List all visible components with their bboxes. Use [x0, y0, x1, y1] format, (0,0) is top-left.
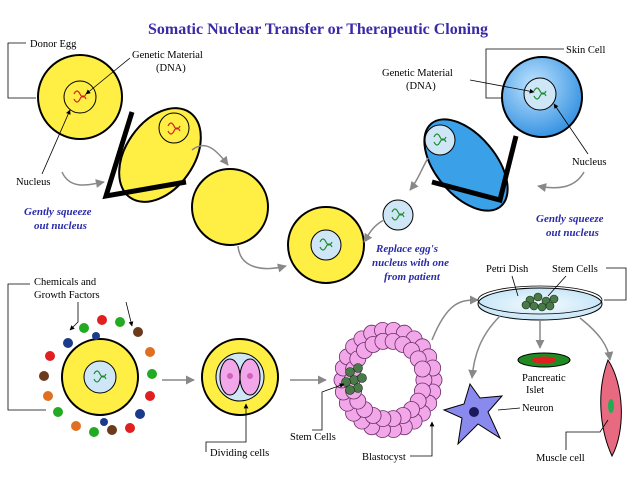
leader-nucleus-right — [553, 103, 589, 155]
label-petri-dish: Petri Dish — [486, 264, 529, 275]
label-chemicals-1: Chemicals and — [34, 277, 97, 288]
enucleated-egg — [191, 168, 269, 246]
pipette-left — [102, 111, 187, 200]
leader-muscle — [565, 419, 609, 450]
arrow-to-muscle — [579, 317, 614, 361]
inner-cell-mass-cell — [349, 375, 359, 385]
arrow-to-reconstructed — [237, 245, 287, 273]
skin-cell — [501, 56, 583, 138]
page-title: Somatic Nuclear Transfer or Therapeutic … — [148, 21, 488, 38]
leader-dividing — [205, 403, 249, 452]
note-squeeze-right-1: Gently squeeze — [536, 213, 604, 225]
leader-nucleus-left — [41, 109, 71, 175]
reconstructed-egg — [287, 206, 365, 284]
leader-dna-right — [469, 79, 535, 94]
donor-egg — [37, 54, 123, 140]
label-genetic-material-left: Genetic Material — [132, 50, 203, 61]
dividing-cells — [201, 338, 279, 416]
blastocyst-cell — [413, 360, 431, 378]
note-replace-1: Replace egg's — [375, 243, 438, 255]
inner-cell-mass-cell — [353, 383, 363, 393]
note-replace-2: nucleus with one — [372, 257, 449, 269]
leader-stem-dish — [547, 275, 567, 297]
label-skin-cell: Skin Cell — [566, 45, 605, 56]
label-dna-right: (DNA) — [406, 81, 436, 92]
leader-blastocyst — [410, 421, 435, 457]
arrow-egg-to-squeeze — [61, 171, 105, 188]
blastocyst — [333, 321, 443, 439]
leader-skin-cell — [485, 48, 564, 99]
neuron — [442, 382, 504, 446]
label-donor-egg: Donor Egg — [30, 39, 77, 50]
pipette-right — [431, 135, 519, 204]
leader-dna-left — [85, 57, 131, 95]
dna-icon — [73, 90, 87, 103]
label-pancreatic-2: Islet — [526, 385, 544, 396]
label-muscle-cell: Muscle cell — [536, 453, 585, 464]
arrow-to-dish — [431, 295, 479, 341]
leader-petri — [511, 275, 519, 297]
stem-cells-cluster — [521, 292, 559, 312]
label-neuron: Neuron — [522, 403, 554, 414]
squeezed-egg — [102, 107, 202, 203]
label-dna-left: (DNA) — [156, 63, 186, 74]
note-replace-3: from patient — [384, 271, 441, 283]
note-squeeze-left-1: Gently squeeze — [24, 206, 92, 218]
note-squeeze-right-2: out nucleus — [546, 227, 599, 239]
patient-nucleus — [382, 199, 414, 231]
pancreatic-islet — [517, 352, 571, 368]
leader-chem-a — [69, 302, 79, 331]
leader-neuron — [497, 407, 521, 411]
inner-cell-mass-cell — [341, 377, 351, 387]
leader-donor-egg — [7, 42, 36, 99]
inner-cell-mass-cell — [345, 367, 355, 377]
label-chemicals-2: Growth Factors — [34, 290, 100, 301]
arrow-skin-to-squeeze — [537, 171, 585, 192]
note-squeeze-left-2: out nucleus — [34, 220, 87, 232]
label-blastocyst: Blastocyst — [362, 452, 406, 463]
leader-stem-right — [604, 267, 627, 301]
growth-factor-dots — [39, 315, 157, 437]
label-pancreatic-1: Pancreatic — [522, 373, 566, 384]
inner-cell-mass-cell — [353, 363, 363, 373]
egg-with-growth-factors — [61, 338, 139, 416]
label-stem-cells-blastocyst: Stem Cells — [290, 432, 336, 443]
petri-dish — [477, 285, 603, 321]
leader-chemicals — [7, 283, 46, 411]
inner-cell-mass-cell — [357, 373, 367, 383]
muscle-cell — [600, 358, 622, 458]
inner-cell-mass-cell — [345, 385, 355, 395]
leader-stem-blast — [312, 383, 345, 431]
arrow-to-neuron — [468, 315, 501, 379]
label-stem-cells-dish: Stem Cells — [552, 264, 598, 275]
arrow-to-enucleated — [191, 144, 229, 166]
label-genetic-material-right: Genetic Material — [382, 68, 453, 79]
label-nucleus-right: Nucleus — [572, 157, 606, 168]
arrow-to-patient-nucleus — [409, 157, 429, 191]
label-dividing-cells: Dividing cells — [210, 448, 269, 459]
label-nucleus-left: Nucleus — [16, 177, 50, 188]
squeezed-skin-cell — [423, 118, 519, 212]
leader-chem-b — [125, 301, 134, 327]
arrow-nucleus-to-egg — [363, 219, 385, 243]
